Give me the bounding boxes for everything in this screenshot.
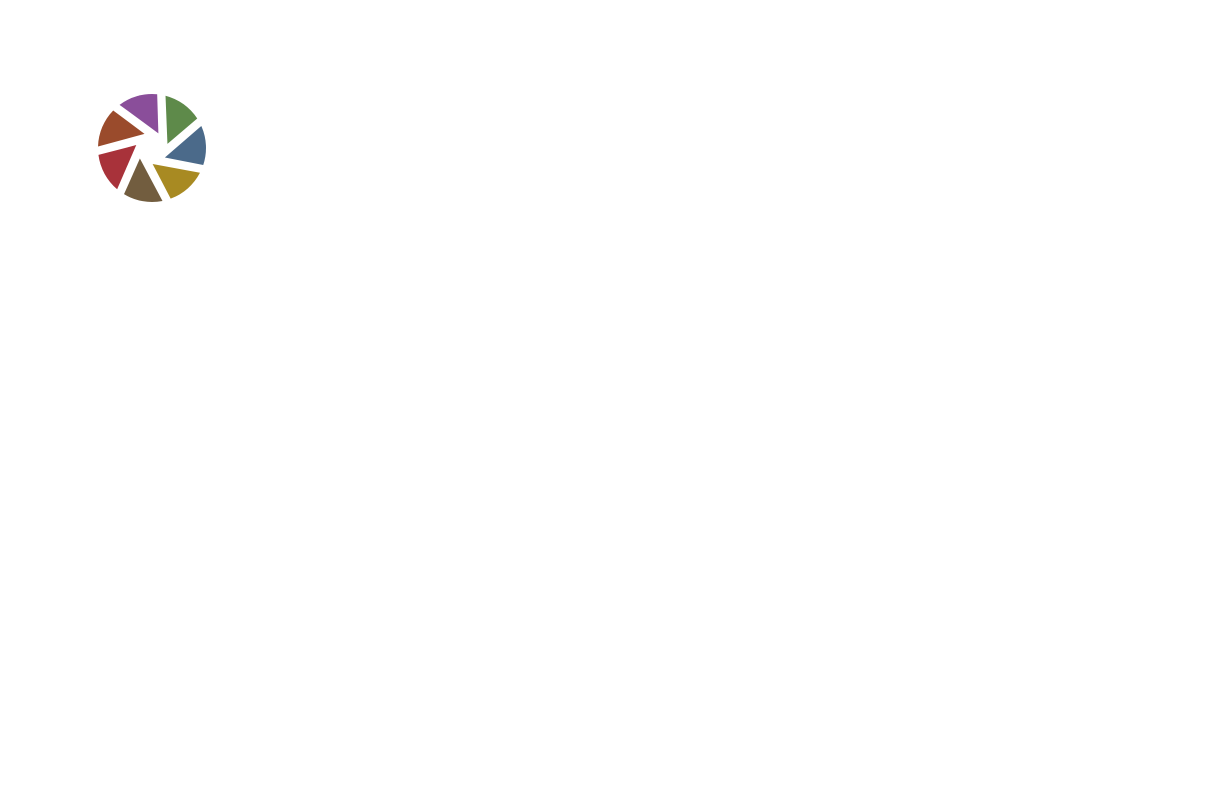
app-logo xyxy=(96,92,208,204)
aperture-blade xyxy=(152,163,200,199)
aperture-blade xyxy=(98,145,137,190)
aperture-blade xyxy=(119,94,159,134)
aperture-blade xyxy=(98,110,145,147)
aperture-blade xyxy=(165,95,198,144)
aperture-logo-icon xyxy=(98,94,206,202)
aperture-blade xyxy=(124,158,163,202)
aperture-blade xyxy=(164,125,206,166)
